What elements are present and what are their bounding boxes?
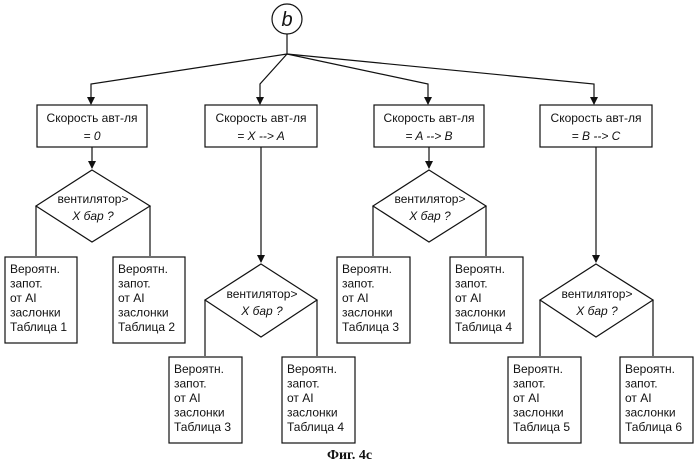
decision-line-1: вентилятор> <box>227 287 298 301</box>
result-text-line: от AI <box>342 291 369 305</box>
result-text-line: заслонки <box>513 406 564 420</box>
speed-box-2: Скорость авт-ля = X --> A <box>205 105 317 147</box>
result-table-label: Таблица 5 <box>513 420 570 434</box>
result-box-7: Вероятн.запот.от AIзаслонкиТаблица 5 <box>508 357 581 443</box>
result-text-line: от AI <box>174 391 201 405</box>
result-box-1: Вероятн.запот.от AIзаслонкиТаблица 1 <box>5 257 77 343</box>
connector-label: b <box>281 9 292 31</box>
result-text-line: запот. <box>513 377 546 391</box>
decision-line-1: вентилятор> <box>58 192 129 206</box>
decision-line-2: X бар ? <box>408 209 451 223</box>
decision-line-2: X бар ? <box>71 209 114 223</box>
result-text-line: Вероятн. <box>174 362 224 376</box>
result-text-line: от AI <box>287 391 314 405</box>
speed-box-value: = A --> B <box>405 129 452 143</box>
result-table-label: Таблица 4 <box>287 420 344 434</box>
result-table-label: Таблица 2 <box>118 320 175 334</box>
result-text-line: Вероятн. <box>118 262 168 276</box>
result-text-line: Вероятн. <box>625 362 675 376</box>
fanout-lines <box>91 34 594 104</box>
result-table-label: Таблица 3 <box>174 420 231 434</box>
result-text-line: от AI <box>455 291 482 305</box>
speed-to-decision-lines <box>92 147 596 262</box>
result-text-line: заслонки <box>287 406 338 420</box>
speed-box-value: = B --> C <box>572 129 621 143</box>
speed-box-label: Скорость авт-ля <box>384 111 475 125</box>
result-text-line: от AI <box>625 391 652 405</box>
decision-line-1: вентилятор> <box>395 192 466 206</box>
speed-box-1: Скорость авт-ля = 0 <box>37 105 147 147</box>
decision-3: вентилятор> X бар ? <box>373 170 486 242</box>
result-text-line: запот. <box>174 377 207 391</box>
speed-box-label: Скорость авт-ля <box>551 111 642 125</box>
result-text-line: Вероятн. <box>10 262 60 276</box>
result-text-line: запот. <box>342 277 375 291</box>
decision-line-2: X бар ? <box>575 304 618 318</box>
figure-caption: Фиг. 4c <box>0 448 699 464</box>
decision-1: вентилятор> X бар ? <box>36 170 150 242</box>
speed-box-label: Скорость авт-ля <box>216 111 307 125</box>
result-text-line: Вероятн. <box>342 262 392 276</box>
result-box-8: Вероятн.запот.от AIзаслонкиТаблица 6 <box>620 357 693 443</box>
result-text-line: заслонки <box>342 306 393 320</box>
decision-4: вентилятор> X бар ? <box>540 264 653 337</box>
speed-box-3: Скорость авт-ля = A --> B <box>374 105 484 147</box>
speed-box-value: = 0 <box>83 129 100 143</box>
result-box-6: Вероятн.запот.от AIзаслонкиТаблица 4 <box>450 257 523 343</box>
result-box-2: Вероятн.запот.от AIзаслонкиТаблица 2 <box>113 257 185 343</box>
decision-2: вентилятор> X бар ? <box>205 264 317 337</box>
decision-line-1: вентилятор> <box>562 287 633 301</box>
result-text-line: от AI <box>118 291 145 305</box>
speed-box-label: Скорость авт-ля <box>47 111 138 125</box>
result-table-label: Таблица 3 <box>342 320 399 334</box>
result-box-3: Вероятн.запот.от AIзаслонкиТаблица 3 <box>169 357 242 443</box>
result-text-line: запот. <box>287 377 320 391</box>
result-table-label: Таблица 6 <box>625 420 682 434</box>
result-text-line: запот. <box>118 277 151 291</box>
result-box-4: Вероятн.запот.от AIзаслонкиТаблица 4 <box>282 357 355 443</box>
speed-box-value: = X --> A <box>237 129 285 143</box>
decision-line-2: X бар ? <box>240 304 283 318</box>
result-text-line: Вероятн. <box>287 362 337 376</box>
speed-box-4: Скорость авт-ля = B --> C <box>540 105 652 147</box>
result-text-line: заслонки <box>455 306 506 320</box>
result-text-line: заслонки <box>10 306 61 320</box>
result-text-line: от AI <box>10 291 37 305</box>
result-table-label: Таблица 1 <box>10 320 67 334</box>
result-text-line: запот. <box>10 277 43 291</box>
result-text-line: от AI <box>513 391 540 405</box>
result-text-line: запот. <box>625 377 658 391</box>
result-text-line: Вероятн. <box>455 262 505 276</box>
result-box-5: Вероятн.запот.от AIзаслонкиТаблица 3 <box>337 257 410 343</box>
result-table-label: Таблица 4 <box>455 320 512 334</box>
result-text-line: заслонки <box>625 406 676 420</box>
result-text-line: заслонки <box>174 406 225 420</box>
result-text-line: заслонки <box>118 306 169 320</box>
connector-node: b <box>272 4 302 34</box>
result-text-line: запот. <box>455 277 488 291</box>
result-text-line: Вероятн. <box>513 362 563 376</box>
